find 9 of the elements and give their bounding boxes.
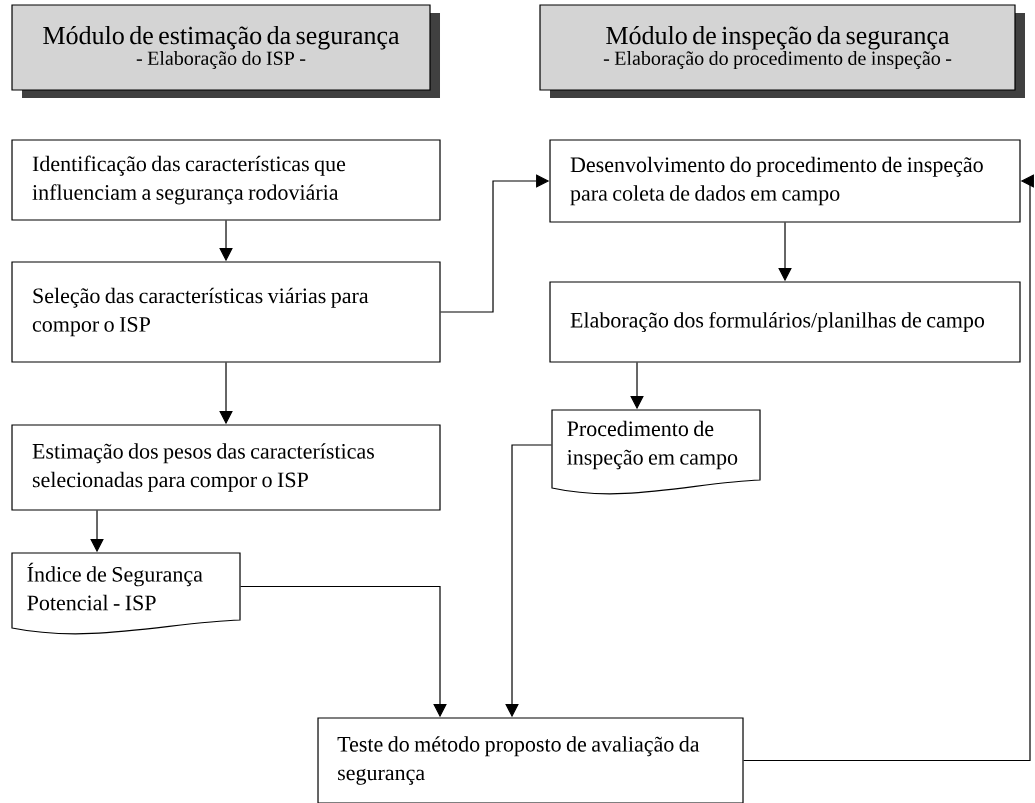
module-header: Módulo de estimação da segurança - Elaboração do ISP -	[11, 4, 440, 98]
module-header: Módulo de inspeção da segurança - Elaboração do procedimento de inspeção -	[539, 4, 1025, 98]
process-box: Desenvolvimento do procedimento de inspeção para coleta de dados em campo	[549, 139, 1021, 223]
arrow	[743, 174, 1035, 762]
process-box: Estimação dos pesos das características selecionadas para compor o ISP	[11, 424, 441, 511]
process-box: Seleção das características viárias para compor o ISP	[11, 261, 441, 363]
process-box: Identificação das características que influenciam a segurança rodoviária	[11, 139, 441, 221]
process-box: Teste do método proposto de avaliação da segurança	[317, 717, 744, 803]
process-box: Elaboração dos formulários/planilhas de campo	[549, 281, 1021, 363]
